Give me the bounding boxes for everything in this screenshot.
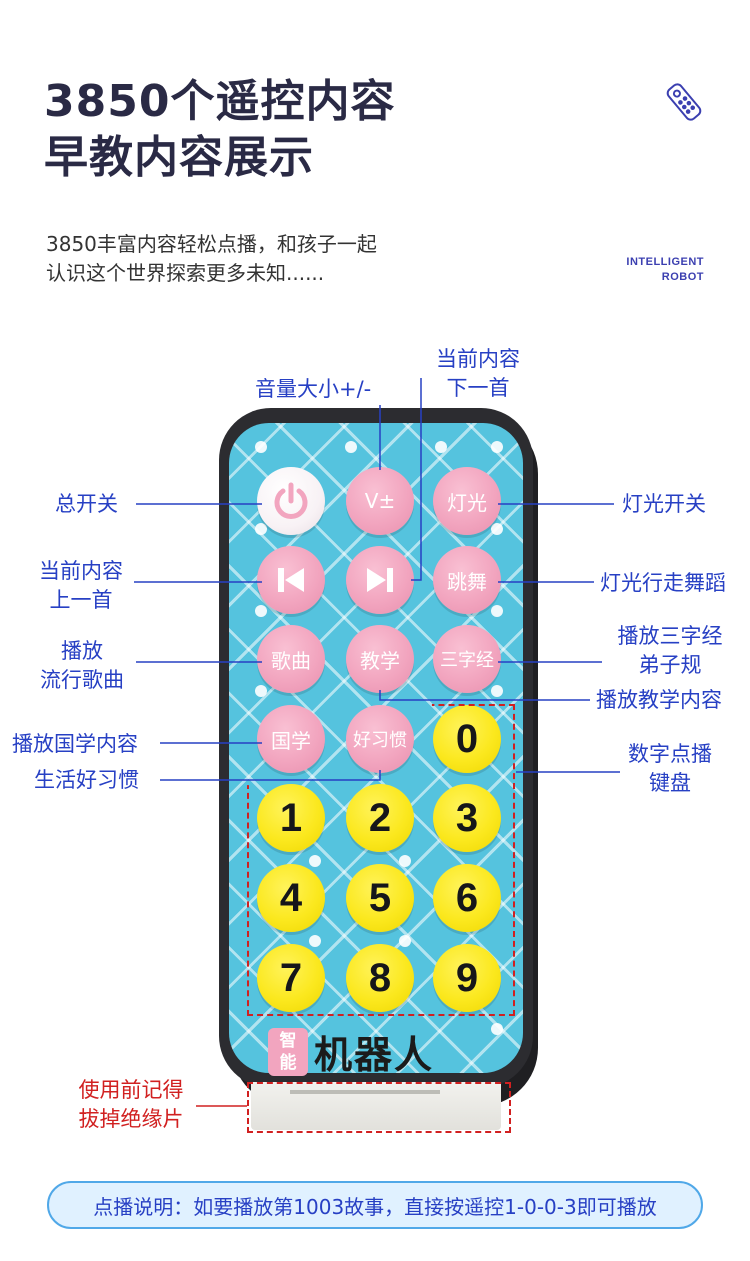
pop-song-label-line-1: 播放	[61, 639, 103, 663]
remote-control-icon	[666, 83, 702, 121]
volume-label: 音量大小+/-	[255, 377, 372, 401]
digit-5-button[interactable]: 5	[346, 864, 414, 932]
digit-2-button[interactable]: 2	[346, 784, 414, 852]
skip-previous-icon	[278, 568, 304, 592]
power-label: 总开关	[55, 492, 118, 516]
power-icon	[274, 482, 308, 519]
panel-dot	[491, 441, 503, 453]
warning-line-1: 使用前记得	[78, 1078, 184, 1102]
previous-button[interactable]	[257, 546, 325, 614]
previous-label-line-2: 上一首	[49, 588, 113, 612]
description-line-2: 认识这个世界探索更多未知......	[46, 261, 325, 285]
panel-dot	[345, 441, 357, 453]
sanzijing-label: 播放三字经 弟子规	[606, 622, 734, 680]
guoxue-button[interactable]: 国学	[257, 705, 325, 773]
next-label-line-1: 当前内容	[436, 347, 520, 371]
panel-dot	[309, 935, 321, 947]
brand-label: INTELLIGENT ROBOT	[626, 255, 704, 285]
dance-button[interactable]: 跳舞	[433, 546, 501, 614]
previous-label: 当前内容 上一首	[28, 557, 134, 615]
badge-char-1: 智	[279, 1030, 297, 1051]
tab-highlight	[247, 1082, 511, 1133]
power-button[interactable]	[257, 467, 325, 535]
badge-char-2: 能	[279, 1052, 297, 1073]
sanzijing-button[interactable]: 三字经	[433, 625, 501, 693]
panel-dot	[491, 523, 503, 535]
digit-9-button[interactable]: 9	[433, 944, 501, 1012]
description-line-1: 3850丰富内容轻松点播，和孩子一起	[46, 232, 377, 256]
panel-dot	[399, 935, 411, 947]
panel-dot	[255, 605, 267, 617]
brand-line-1: INTELLIGENT	[626, 256, 704, 268]
digit-3-button[interactable]: 3	[433, 784, 501, 852]
panel-dot	[255, 685, 267, 697]
song-button[interactable]: 歌曲	[257, 625, 325, 693]
tab-edge	[290, 1090, 440, 1094]
numpad-label-line-2: 键盘	[649, 771, 691, 795]
numpad-label-line-1: 数字点播	[628, 742, 712, 766]
title-line-2: 早教内容展示	[44, 132, 314, 183]
robot-text: 机器人	[314, 1033, 435, 1077]
next-button[interactable]	[346, 546, 414, 614]
light-dance-label: 灯光行走舞蹈	[600, 571, 726, 595]
panel-dot	[491, 685, 503, 697]
remove-tab-warning: 使用前记得 拔掉绝缘片	[66, 1076, 196, 1134]
teach-label: 播放教学内容	[596, 688, 722, 712]
pop-song-label: 播放 流行歌曲	[30, 637, 134, 695]
panel-dot	[309, 855, 321, 867]
warning-line-2: 拔掉绝缘片	[78, 1107, 184, 1131]
panel-dot	[491, 1023, 503, 1035]
sanzijing-label-line-2: 弟子规	[638, 653, 702, 677]
pop-song-label-line-2: 流行歌曲	[40, 668, 124, 692]
panel-dot	[255, 441, 267, 453]
brand-line-2: ROBOT	[661, 271, 704, 283]
previous-label-line-1: 当前内容	[39, 559, 123, 583]
light-switch-label: 灯光开关	[622, 492, 706, 516]
digit-4-button[interactable]: 4	[257, 864, 325, 932]
panel-dot	[399, 855, 411, 867]
volume-button[interactable]: V±	[346, 467, 414, 535]
digit-7-button[interactable]: 7	[257, 944, 325, 1012]
next-label-line-2: 下一首	[446, 376, 510, 400]
remote-brand: 智 能 机器人	[268, 1024, 434, 1079]
digit-0-button[interactable]: 0	[433, 705, 501, 773]
panel-dot	[255, 523, 267, 535]
digit-6-button[interactable]: 6	[433, 864, 501, 932]
title-line-1: 3850个遥控内容	[44, 76, 396, 127]
digit-8-button[interactable]: 8	[346, 944, 414, 1012]
habit-label: 生活好习惯	[34, 768, 139, 792]
panel-dot	[435, 441, 447, 453]
sanzijing-label-line-1: 播放三字经	[617, 624, 723, 648]
skip-next-icon	[367, 568, 393, 592]
digit-1-button[interactable]: 1	[257, 784, 325, 852]
numpad-label: 数字点播 键盘	[620, 740, 720, 798]
guoxue-label: 播放国学内容	[12, 732, 138, 756]
page-title: 3850个遥控内容 早教内容展示	[44, 74, 395, 186]
usage-note: 点播说明：如要播放第1003故事，直接按遥控1-0-0-3即可播放	[47, 1181, 703, 1229]
panel-dot	[491, 605, 503, 617]
smart-badge: 智 能	[268, 1027, 308, 1076]
habit-button[interactable]: 好习惯	[346, 705, 414, 773]
description: 3850丰富内容轻松点播，和孩子一起 认识这个世界探索更多未知......	[46, 230, 377, 288]
next-label: 当前内容 下一首	[428, 345, 528, 403]
teach-button[interactable]: 教学	[346, 625, 414, 693]
light-button[interactable]: 灯光	[433, 467, 501, 535]
